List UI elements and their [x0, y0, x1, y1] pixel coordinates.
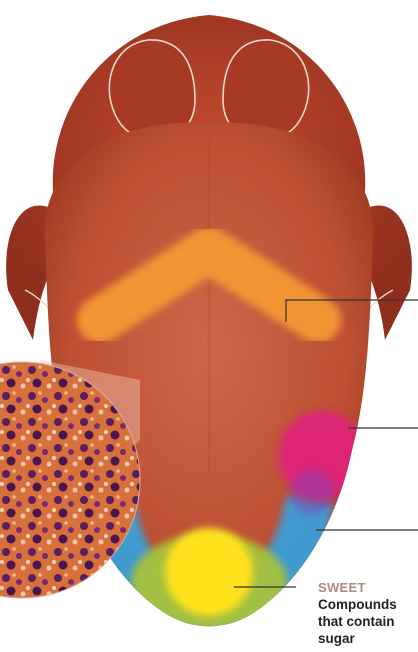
sweet-description-line-3: sugar	[318, 630, 418, 647]
sweet-caption: SWEET Compounds that contain sugar	[318, 580, 418, 647]
sweet-description-line-1: Compounds	[318, 596, 418, 613]
median-groove	[208, 140, 210, 470]
sweet-zone	[165, 528, 253, 616]
sour-overlap	[290, 470, 334, 514]
sweet-description-line-2: that contain	[318, 613, 418, 630]
sweet-title: SWEET	[318, 580, 418, 596]
